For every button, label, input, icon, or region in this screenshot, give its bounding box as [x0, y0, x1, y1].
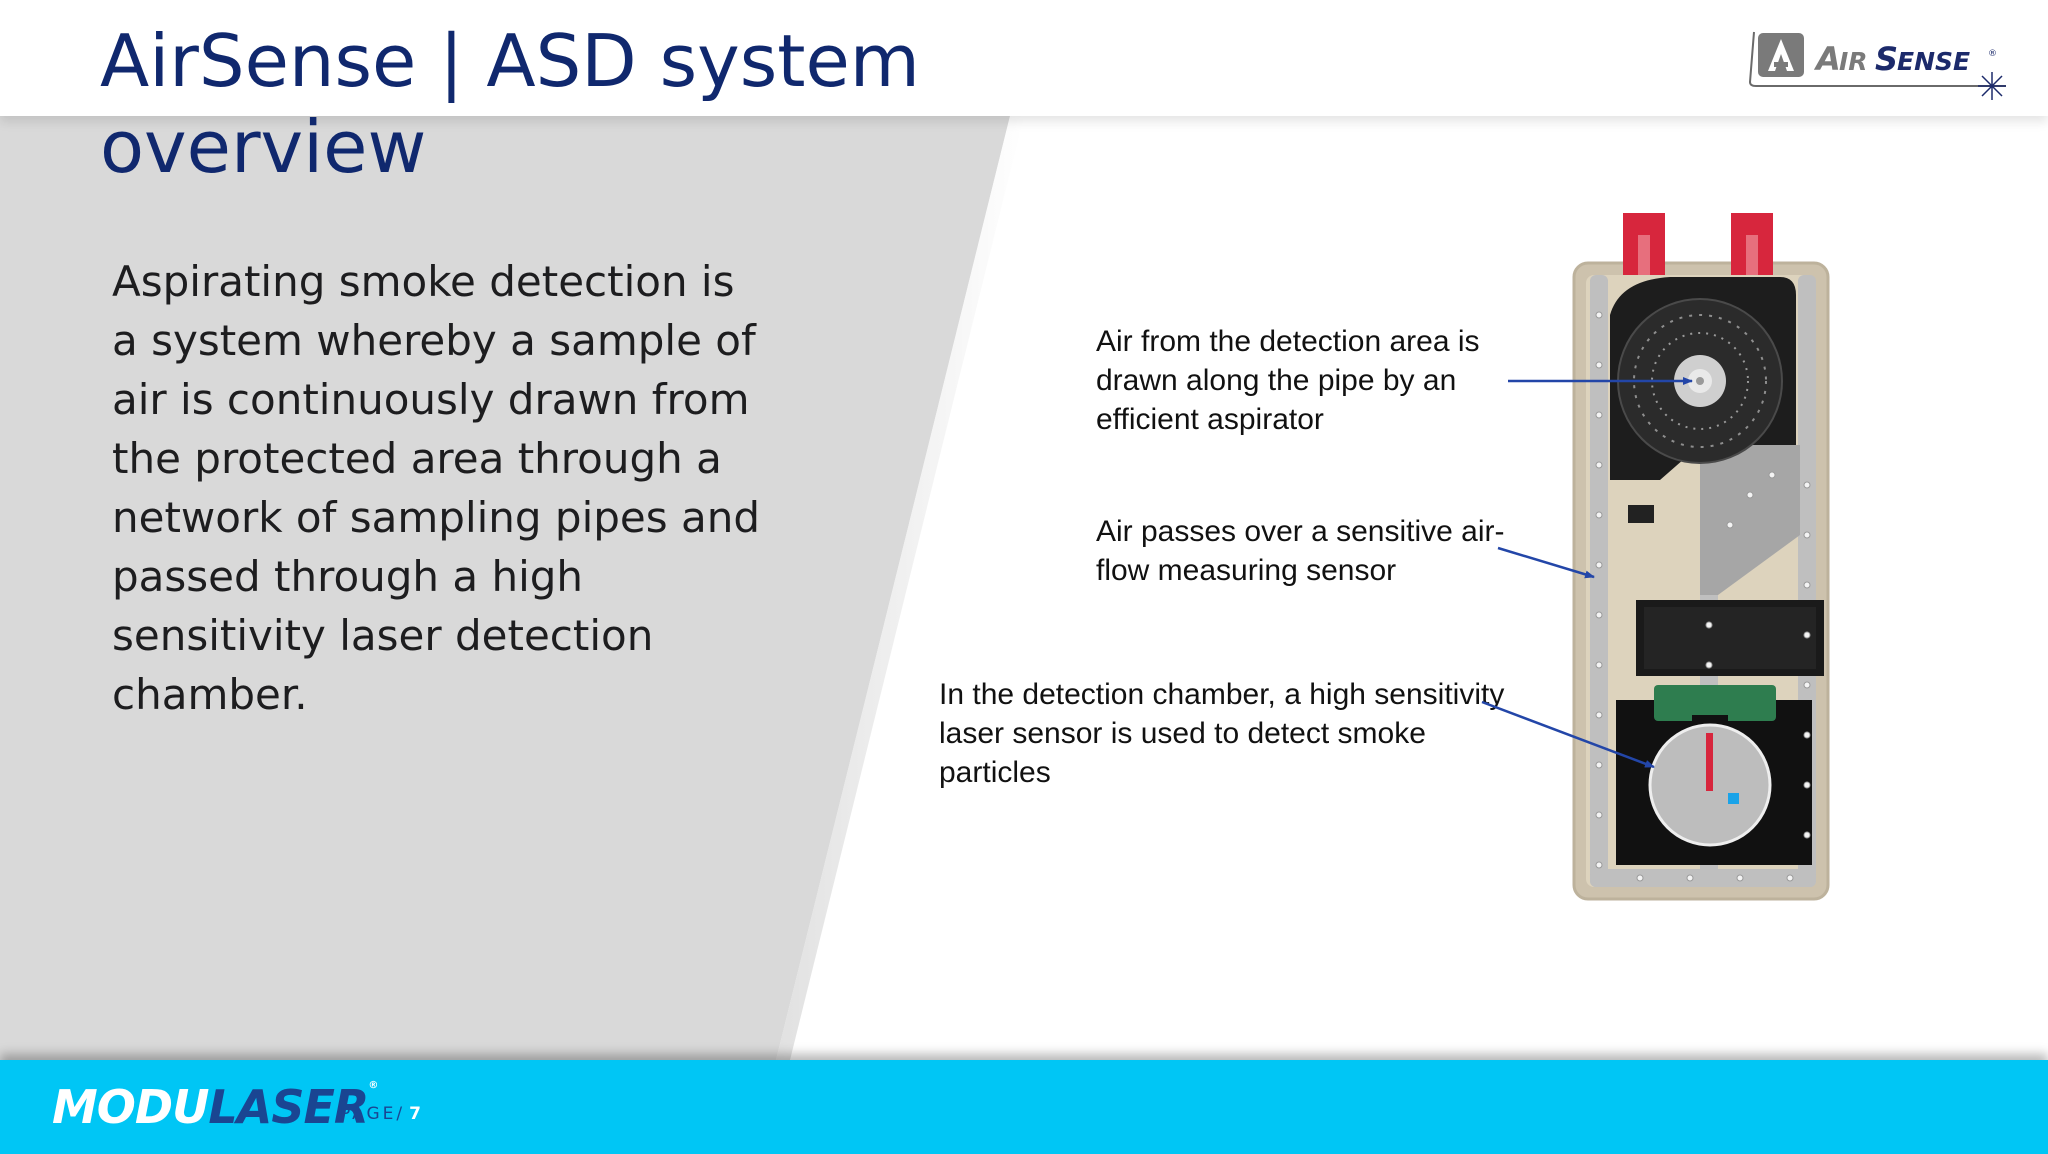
- header-band: [0, 0, 2048, 116]
- svg-text:®: ®: [1988, 49, 1997, 59]
- footer-bar: MODULASER® PAGE/7: [0, 1060, 2048, 1154]
- footer-brand-part2: LASER: [208, 1080, 369, 1134]
- airsense-logo: A IR S ENSE ®: [1744, 26, 2014, 106]
- svg-text:S: S: [1875, 40, 1897, 78]
- footer-registered-mark: ®: [368, 1080, 378, 1091]
- callout-flow-sensor: Air passes over a sensitive air-flow mea…: [1096, 515, 1505, 587]
- asd-detector-diagram: [1572, 213, 1830, 901]
- svg-text:IR: IR: [1839, 47, 1868, 76]
- air-particle-dots: [1595, 311, 1811, 882]
- svg-text:ENSE: ENSE: [1897, 47, 1970, 76]
- footer-brand-part1: MODU: [52, 1080, 209, 1134]
- page-label: PAGE/: [340, 1104, 406, 1124]
- page-number: 7: [409, 1104, 421, 1124]
- laser-circuit-board: [1654, 685, 1776, 721]
- page-indicator: PAGE/7: [340, 1104, 421, 1124]
- grey-background-panel: [0, 116, 1024, 1060]
- air-flow-sensor: [1628, 505, 1654, 523]
- slide-title: AirSense | ASD system overview: [100, 19, 920, 189]
- modulaser-logo: MODULASER®: [52, 1080, 378, 1134]
- laser-beam: [1706, 733, 1713, 791]
- aspirator-outlet-channel: [1700, 445, 1800, 595]
- callout-aspirator: Air from the detection area is drawn alo…: [1096, 325, 1480, 436]
- svg-text:A: A: [1813, 40, 1840, 78]
- callout-detection-chamber: In the detection chamber, a high sensiti…: [939, 678, 1505, 789]
- body-paragraph: Aspirating smoke detection is a system w…: [112, 257, 760, 719]
